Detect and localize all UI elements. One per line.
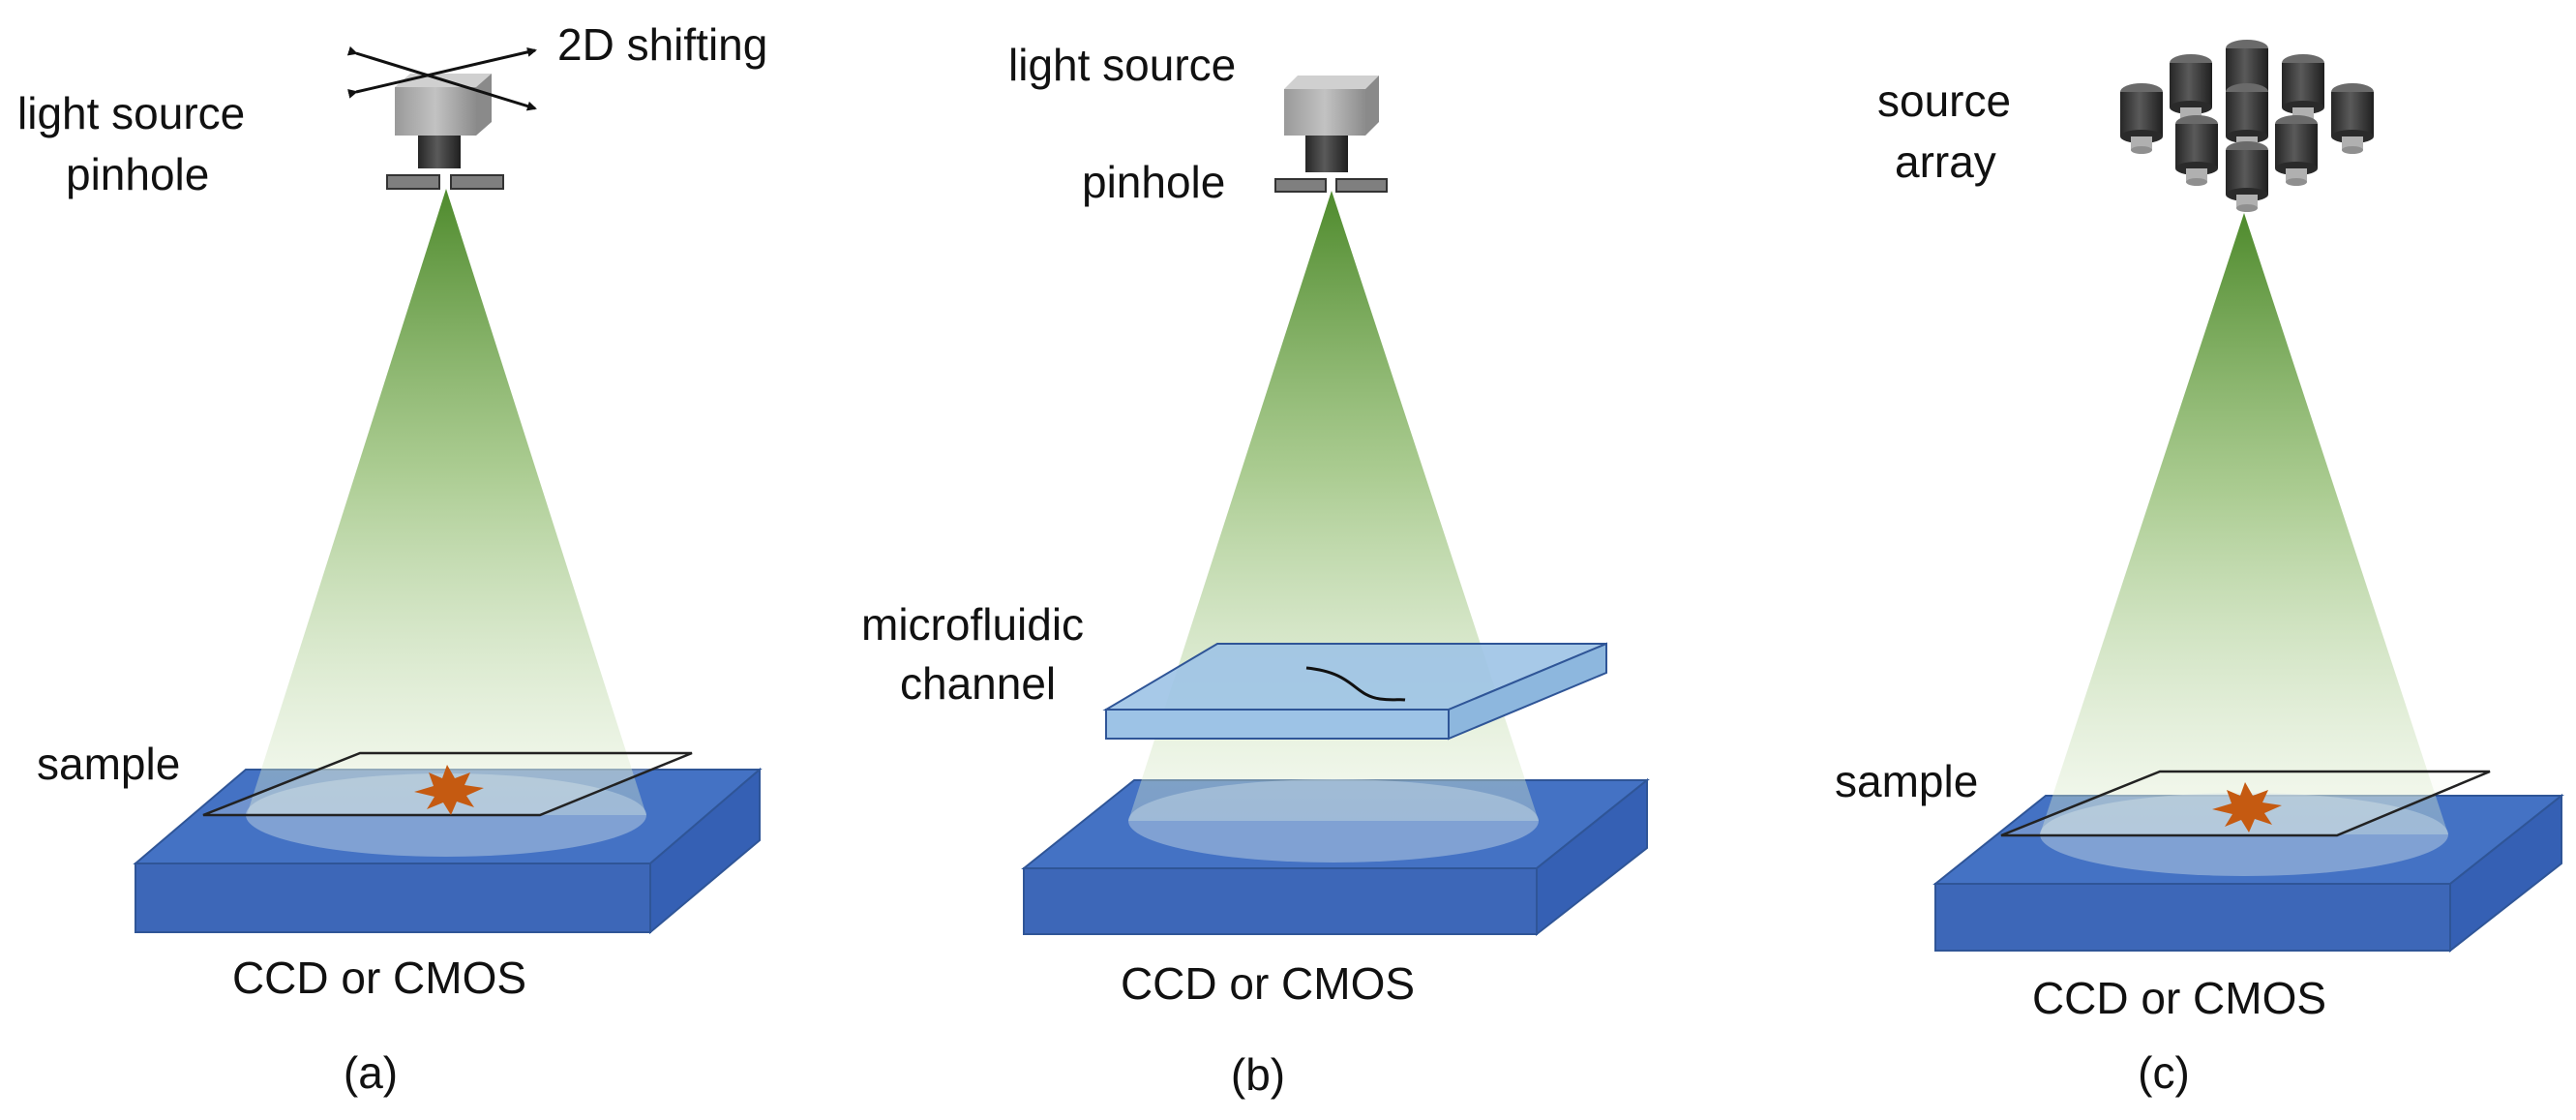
pinhole-label-a: pinhole bbox=[66, 149, 209, 199]
light-source-a bbox=[395, 74, 492, 168]
panel-a: 2D shifting light source pinhole sample … bbox=[17, 19, 767, 1098]
source-array-icon bbox=[2120, 40, 2374, 212]
detector-label-a: CCD or CMOS bbox=[232, 953, 526, 1003]
panel-b: light source pinhole microfluidic channe… bbox=[861, 40, 1650, 1100]
detector-label-b: CCD or CMOS bbox=[1121, 958, 1415, 1009]
shift-label-a: 2D shifting bbox=[557, 19, 767, 70]
pinhole-label-b: pinhole bbox=[1082, 157, 1225, 207]
sample-label-c: sample bbox=[1835, 756, 1978, 806]
microfluidic-chip bbox=[1102, 642, 1607, 741]
source-label-c-line2: array bbox=[1895, 136, 1996, 187]
panel-c: source array sample CCD or CMOS (c) bbox=[1835, 40, 2564, 1098]
channel-label-line2: channel bbox=[900, 658, 1056, 709]
pinhole-b bbox=[1274, 178, 1388, 193]
channel-label-line1: microfluidic bbox=[861, 599, 1084, 650]
sample-particle-a bbox=[414, 765, 484, 815]
caption-b: (b) bbox=[1231, 1049, 1285, 1100]
source-label-c-line1: source bbox=[1877, 76, 2011, 126]
detector-label-c: CCD or CMOS bbox=[2032, 973, 2326, 1023]
light-beam-c bbox=[2040, 213, 2448, 834]
channel-curve bbox=[1305, 666, 1406, 702]
light-source-b bbox=[1284, 76, 1379, 172]
light-beam-a bbox=[247, 189, 646, 815]
illumination-spot-b bbox=[1128, 779, 1539, 863]
shift-arrows-icon bbox=[346, 45, 537, 111]
sample-label-a: sample bbox=[37, 739, 180, 789]
caption-c: (c) bbox=[2138, 1047, 2190, 1098]
caption-a: (a) bbox=[344, 1047, 398, 1098]
pinhole-a bbox=[386, 174, 504, 190]
source-label-b: light source bbox=[1008, 40, 1236, 90]
sample-particle-c bbox=[2212, 782, 2282, 832]
source-label-a: light source bbox=[17, 88, 245, 138]
